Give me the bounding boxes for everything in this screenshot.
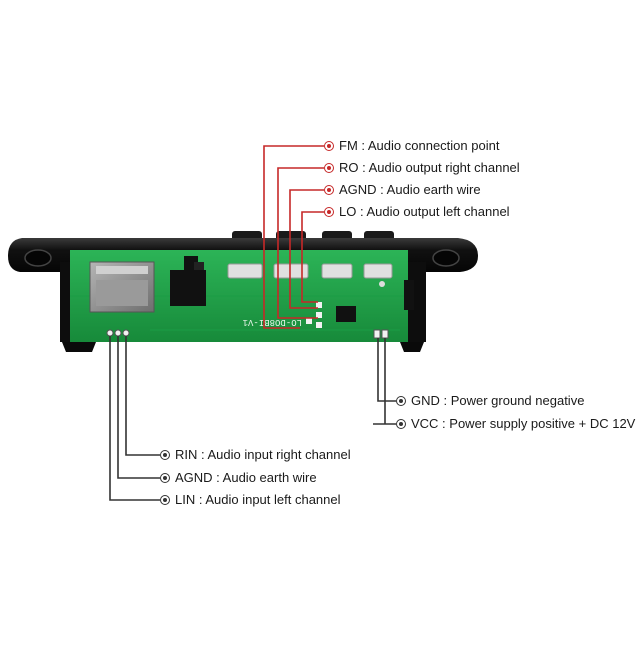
- target-icon: [160, 473, 170, 483]
- target-icon: [324, 185, 334, 195]
- pin-label-vcc: VCC : Power supply positive + DC 12V: [396, 416, 635, 432]
- pin-label-gnd: GND : Power ground negative: [396, 393, 584, 409]
- pin-label-text: GND : Power ground negative: [411, 393, 585, 408]
- pin-label-agnd_in: AGND : Audio earth wire: [160, 470, 317, 486]
- target-icon: [160, 495, 170, 505]
- pin-label-text: RO : Audio output right channel: [339, 160, 520, 175]
- pin-label-lin: LIN : Audio input left channel: [160, 492, 341, 508]
- pin-label-fm: FM : Audio connection point: [324, 138, 499, 154]
- lead-vcc: [373, 338, 396, 425]
- pin-label-text: AGND : Audio earth wire: [175, 470, 317, 485]
- lead-agnd_in: [117, 336, 160, 479]
- lead-rin: [125, 336, 160, 456]
- lead-ro: [277, 167, 324, 319]
- pin-label-text: LIN : Audio input left channel: [175, 492, 341, 507]
- pcb-marking: LO-DO8BI-V1: [243, 317, 302, 327]
- lead-lo: [301, 211, 324, 303]
- pcb: [70, 250, 414, 342]
- target-icon: [324, 163, 334, 173]
- pin-label-agnd_out: AGND : Audio earth wire: [324, 182, 481, 198]
- pin-label-lo: LO : Audio output left channel: [324, 204, 510, 220]
- lead-agnd_out: [289, 189, 324, 309]
- pin-label-text: FM : Audio connection point: [339, 138, 500, 153]
- lead-gnd: [377, 338, 396, 402]
- pin-label-text: VCC : Power supply positive + DC 12V: [411, 416, 636, 431]
- target-icon: [324, 141, 334, 151]
- target-icon: [396, 396, 406, 406]
- pin-label-text: AGND : Audio earth wire: [339, 182, 481, 197]
- pin-label-text: RIN : Audio input right channel: [175, 447, 351, 462]
- lead-lin: [109, 336, 160, 501]
- leader-lines: [109, 145, 396, 501]
- target-icon: [324, 207, 334, 217]
- pin-label-rin: RIN : Audio input right channel: [160, 447, 351, 463]
- target-icon: [396, 419, 406, 429]
- lead-fm: [263, 145, 324, 329]
- target-icon: [160, 450, 170, 460]
- pin-label-ro: RO : Audio output right channel: [324, 160, 520, 176]
- pin-label-text: LO : Audio output left channel: [339, 204, 510, 219]
